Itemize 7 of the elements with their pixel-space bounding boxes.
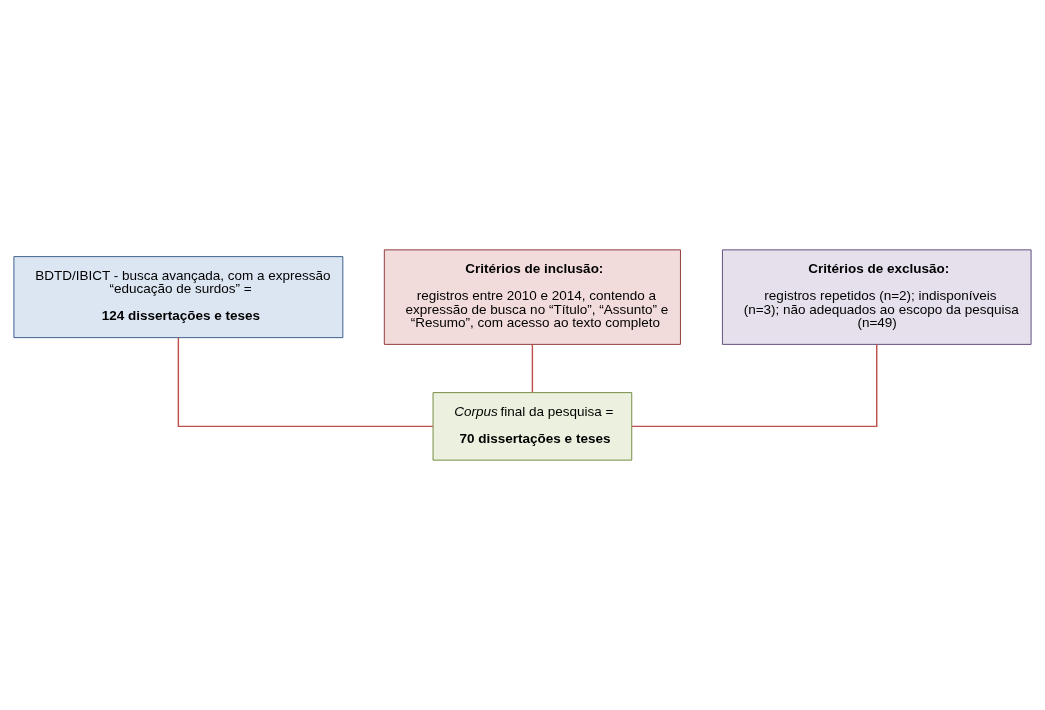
connector [531, 343, 534, 394]
connector [177, 336, 434, 428]
node-box: BDTD/IBICT - busca avançada, com a expressão “educação de surdos” = 124 dissertações e teses [13, 256, 344, 339]
node-box: Corpus final da pesquisa = 70 dissertações e teses [432, 392, 633, 461]
node-box: Critérios de inclusão: registros entre 2010 e 2014, contendo a expressão de busca no “Título”, “Assunto” e “Resumo”, com acesso ao texto completo [383, 249, 681, 345]
node-box: Critérios de exclusão: registros repetidos (n=2); indisponíveis (n=3); não adequados ao escopo da pesquisa (n=49) [721, 249, 1032, 345]
connector [631, 343, 878, 428]
